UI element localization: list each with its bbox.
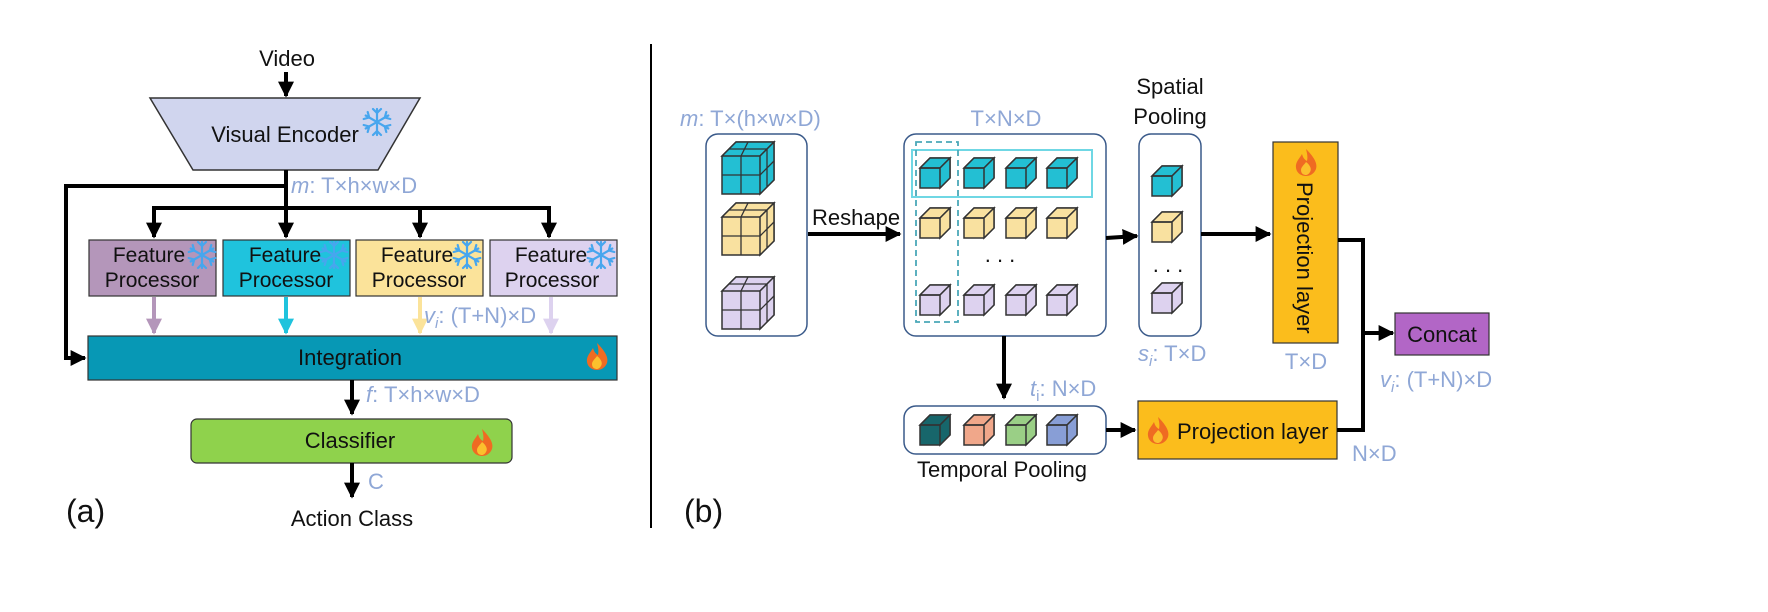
concat-block (1394, 312, 1490, 356)
svg-text:Feature: Feature (515, 244, 587, 267)
m-annotation: m: T×h×w×D (291, 173, 417, 198)
vi-annotation-b: vi: (T+N)×D (1380, 367, 1492, 396)
c-annotation: C (368, 469, 384, 494)
token-lavender (919, 284, 951, 316)
svg-text:Processor: Processor (105, 269, 200, 292)
temporal-token-teal (919, 414, 951, 446)
tnd-label: T×N×D (971, 106, 1042, 131)
nd-label: N×D (1352, 441, 1397, 466)
token-lavender (1046, 284, 1078, 316)
token-cyan (919, 157, 951, 189)
feature-processor-3: Feature Processor (355, 239, 484, 297)
si-annotation: si: T×D (1138, 341, 1206, 370)
token-cyan (963, 157, 995, 189)
token-yellow (1005, 207, 1037, 239)
feature-processor-4: Feature Processor (489, 239, 618, 297)
projection-layer-temporal-label: Projection layer (1177, 419, 1329, 444)
m-annotation-b: m: T×(h×w×D) (680, 106, 821, 131)
svg-text:Processor: Processor (505, 269, 600, 292)
part-a: Video Visual Encoder m: T×h×w×D Feature … (64, 46, 618, 531)
feature-cube-yellow (721, 202, 775, 256)
svg-text:Feature: Feature (249, 244, 321, 267)
caption-a: (a) (66, 493, 105, 529)
feature-cube-cyan (721, 141, 775, 195)
ellipsis: . . . (1153, 252, 1184, 277)
visual-encoder-label: Visual Encoder (211, 122, 359, 147)
reshape-label: Reshape (812, 205, 900, 230)
svg-text:Feature: Feature (113, 244, 185, 267)
projection-layer-temporal (1137, 400, 1338, 460)
vi-annotation-a: vi: (T+N)×D (424, 303, 536, 332)
svg-text:Processor: Processor (239, 269, 334, 292)
spatial-token-yellow (1151, 211, 1183, 243)
ellipsis: . . . (985, 242, 1016, 267)
token-cyan (1005, 157, 1037, 189)
temporal-pooling-label: Temporal Pooling (917, 457, 1087, 482)
feature-processor-1: Feature Processor (88, 239, 217, 297)
svg-text:Processor: Processor (372, 269, 467, 292)
temporal-highlight (915, 141, 959, 323)
token-lavender (963, 284, 995, 316)
feature-processor-2: Feature Processor (222, 239, 351, 297)
spatial-highlight (911, 149, 1093, 198)
concat-label: Concat (1407, 322, 1477, 347)
input-feature-group (705, 133, 808, 337)
token-yellow (919, 207, 951, 239)
spatial-pooling-label-2: Pooling (1133, 104, 1206, 129)
token-yellow (1046, 207, 1078, 239)
token-cyan (1046, 157, 1078, 189)
integration-label: Integration (298, 345, 402, 370)
visual-encoder (148, 97, 422, 171)
spatial-pooling-label-1: Spatial (1136, 74, 1203, 99)
input-video-label: Video (259, 46, 315, 71)
token-lavender (1005, 284, 1037, 316)
part-b: m: T×(h×w×D) . . . Reshape T×N×D . . . (680, 74, 1492, 529)
classifier-label: Classifier (305, 428, 395, 453)
f-annotation: f: T×h×w×D (366, 382, 480, 407)
feature-cube-lavender (721, 276, 775, 330)
svg-text:Feature: Feature (381, 244, 453, 267)
temporal-token-blue (1046, 414, 1078, 446)
temporal-token-green (1005, 414, 1037, 446)
token-yellow (963, 207, 995, 239)
td-label: T×D (1285, 349, 1327, 374)
projection-layer-spatial-label: Projection layer (1292, 182, 1317, 334)
action-class-label: Action Class (291, 506, 413, 531)
caption-b: (b) (684, 493, 723, 529)
spatial-token-lavender (1151, 282, 1183, 314)
ti-annotation: ti: N×D (1030, 376, 1096, 405)
temporal-token-orange (963, 414, 995, 446)
spatial-token-cyan (1151, 165, 1183, 197)
integration-block (87, 335, 618, 381)
